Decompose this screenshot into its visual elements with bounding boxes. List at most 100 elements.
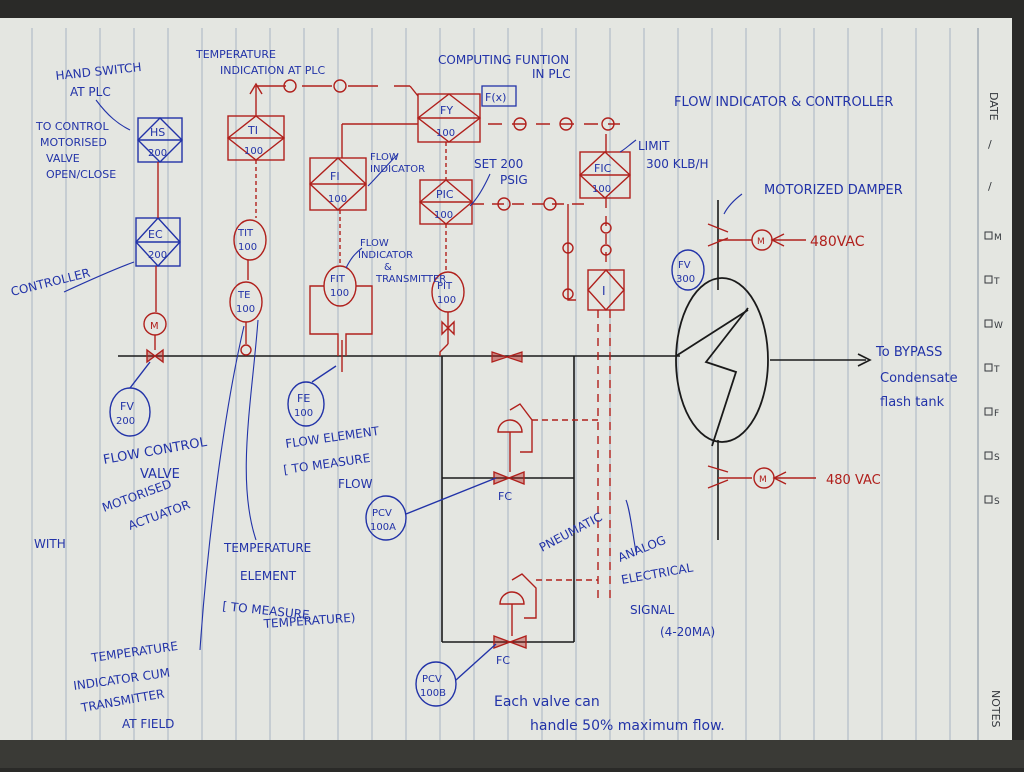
fy-number: 100 [436,128,455,139]
fi-number: 100 [328,194,347,205]
sketch-stroke [562,288,574,300]
sketch-label: MOTORIZED DAMPER [764,183,903,198]
sketch-label: FLOW [370,152,399,163]
te-tag: TE [237,290,250,301]
sketch-label: handle 50% maximum flow. [530,718,725,734]
sketch-stroke [308,157,368,211]
vac-top: 480VAC [810,234,865,250]
sketch-stroke [365,495,407,541]
sketch-stroke [984,319,993,328]
sketch-label: TEMPERATURE) [262,611,356,631]
sketch-stroke [600,244,612,256]
pic-number: 100 [434,210,453,221]
sketch-label: VALVE [46,152,80,165]
computing-fy100 [416,93,482,180]
pressure-controller-pic100 [418,179,584,301]
margin-notes-label: NOTES [989,690,1002,728]
sketch-stroke [707,479,729,489]
sketch-stroke [513,117,527,131]
sketch-stroke [283,79,297,93]
fx-label: F(x) [485,91,506,104]
controller-ec200 [135,162,181,312]
sketch-stroke [493,634,527,650]
pcv-100b [493,573,598,650]
heat-exchanger [675,277,769,447]
ti-number: 100 [244,146,263,157]
sketch-stroke [984,495,993,504]
main-valve [491,351,523,363]
sketch-stroke [135,216,181,268]
fic-number: 100 [592,184,611,195]
sketch-stroke [345,247,363,269]
sketch-stroke [333,79,347,93]
pcv-b-number: 100B [420,688,446,699]
sketch-stroke [469,173,491,207]
sketch-stroke [249,82,263,95]
sketch-stroke [493,470,525,486]
tit-tag: TIT [237,228,254,239]
sketch-label: ELEMENT [240,569,297,583]
sketch-stroke [455,643,497,681]
sketch-label: To BYPASS [875,345,942,360]
sketch-stroke [984,363,993,372]
hand-switch-hs200 [137,117,183,163]
fi-tag: FI [330,170,340,183]
sketch-stroke [416,93,482,143]
sketch-label: & [384,262,392,273]
sketch-stroke [199,325,245,651]
sketch-stroke [311,365,337,383]
fc-bottom: FC [496,654,510,667]
ec-tag: EC [148,228,163,241]
pic-tag: PIC [436,188,454,201]
sketch-label: M [994,233,1002,243]
plc-signal-line [256,79,620,131]
sketch-stroke [63,261,135,293]
sketch-label: 300 KLB/H [646,157,709,171]
sketch-stroke [857,353,872,367]
sketch-label: FLOW [338,477,373,491]
damper-motor-bottom [707,465,816,489]
fv200-tag: FV [120,400,134,413]
sketch-label: VALVE [140,467,180,482]
i-box-label: I [602,284,606,298]
temperature-transmitter-tit100 [229,219,267,356]
sketch-label: INDICATOR [370,164,425,175]
ti-tag: TI [247,124,258,137]
sketch-label: FLOW INDICATOR & CONTROLLER [674,95,893,110]
pcv-b-tag: PCV [422,674,442,685]
sketch-stroke [559,117,573,131]
sketch-label: MOTORISED [40,136,107,149]
sketch-label: SET 200 [474,157,523,171]
sketch-label: INDICATION AT PLC [220,64,326,77]
flow-transmitter-fit100 [309,265,373,372]
sketch-stroke [671,249,705,291]
pressure-transmitter-pit100 [431,271,465,356]
motor-top-label: M [757,237,765,247]
sketch-stroke [511,573,537,619]
ec-number: 200 [148,250,167,261]
margin-date-label: DATE [987,92,1000,121]
pcv-a-tag: PCV [372,508,392,519]
flow-indicator-fi100 [308,123,418,264]
sketch-label: IN PLC [532,67,571,81]
sketch-label: SIGNAL [630,603,675,617]
sketch-label: T [993,277,1000,287]
sketch-stroke [707,465,729,473]
sketch-stroke [245,319,259,541]
sketch-label: (4-20MA) [660,625,715,639]
sketch-stroke [578,151,632,199]
sketch-label: TEMPERATURE [223,541,311,555]
fy-tag: FY [440,104,453,117]
sketch-label: TRANSMITTER [375,274,446,285]
sketch-stroke [600,222,612,234]
fc-top: FC [498,490,512,503]
sketch-label: COMPUTING FUNTION [438,53,569,67]
pit-tag: PIT [437,281,453,292]
sketch-stroke [567,204,576,301]
hs-number: 200 [148,148,167,159]
sketch-label: AT FIELD [122,717,174,731]
process-line [118,200,872,643]
flow-controller-fic100 [578,134,632,600]
